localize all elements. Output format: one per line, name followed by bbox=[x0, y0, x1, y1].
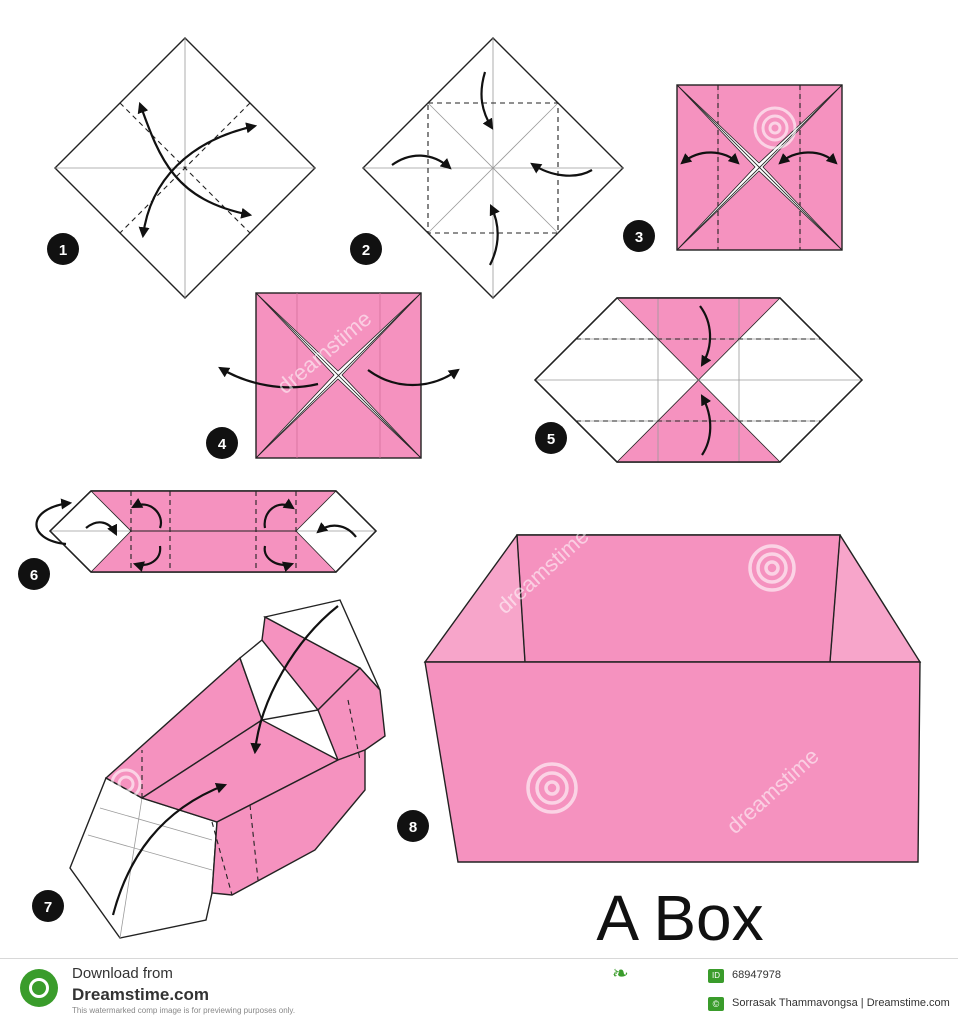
id-icon: ID bbox=[708, 969, 724, 983]
diagram-title: A Box bbox=[596, 882, 763, 954]
image-id: 68947978 bbox=[732, 969, 781, 981]
download-label: Download from bbox=[72, 965, 173, 982]
step-6-diagram bbox=[35, 490, 377, 573]
svg-text:5: 5 bbox=[547, 431, 555, 448]
step-4-badge: 4 bbox=[206, 427, 238, 459]
step-6-badge: 6 bbox=[18, 558, 50, 590]
svg-text:2: 2 bbox=[362, 242, 370, 259]
dreamstime-footer: Download from Dreamstime.com This waterm… bbox=[0, 958, 958, 1025]
leaf-icon: ❧ bbox=[612, 963, 629, 985]
step-3-diagram bbox=[676, 84, 843, 251]
copyright-icon: © bbox=[708, 997, 724, 1011]
step-5-badge: 5 bbox=[535, 422, 567, 454]
svg-text:4: 4 bbox=[218, 436, 227, 453]
dreamstime-link[interactable]: Dreamstime.com bbox=[72, 985, 210, 1004]
dreamstime-logo-icon[interactable] bbox=[20, 969, 58, 1007]
svg-text:3: 3 bbox=[635, 229, 643, 246]
step-2-diagram bbox=[362, 37, 624, 299]
svg-text:7: 7 bbox=[44, 899, 52, 916]
step-8-badge: 8 bbox=[397, 810, 429, 842]
step-1-diagram bbox=[54, 37, 316, 299]
origami-box-diagram: 1 2 3 bbox=[18, 37, 922, 954]
step-2-badge: 2 bbox=[350, 233, 382, 265]
step-1-badge: 1 bbox=[47, 233, 79, 265]
watermark-spiral-icon bbox=[526, 762, 578, 814]
svg-text:1: 1 bbox=[59, 242, 67, 259]
watermark-spiral-icon bbox=[110, 768, 142, 800]
step-3-badge: 3 bbox=[623, 220, 655, 252]
preview-note: This watermarked comp image is for previ… bbox=[72, 1006, 296, 1015]
watermark-spiral-icon bbox=[753, 106, 797, 150]
step-5-diagram bbox=[534, 297, 863, 463]
watermark-spiral-icon bbox=[748, 544, 796, 592]
step-7-badge: 7 bbox=[32, 890, 64, 922]
step-4-diagram: dreamstime bbox=[218, 292, 460, 459]
step-8-diagram: dreamstime dreamstime bbox=[423, 523, 922, 863]
step-7-diagram bbox=[69, 599, 386, 939]
svg-text:8: 8 bbox=[409, 819, 417, 836]
image-credit[interactable]: Sorrasak Thammavongsa | Dreamstime.com bbox=[732, 997, 950, 1009]
svg-text:6: 6 bbox=[30, 567, 38, 584]
